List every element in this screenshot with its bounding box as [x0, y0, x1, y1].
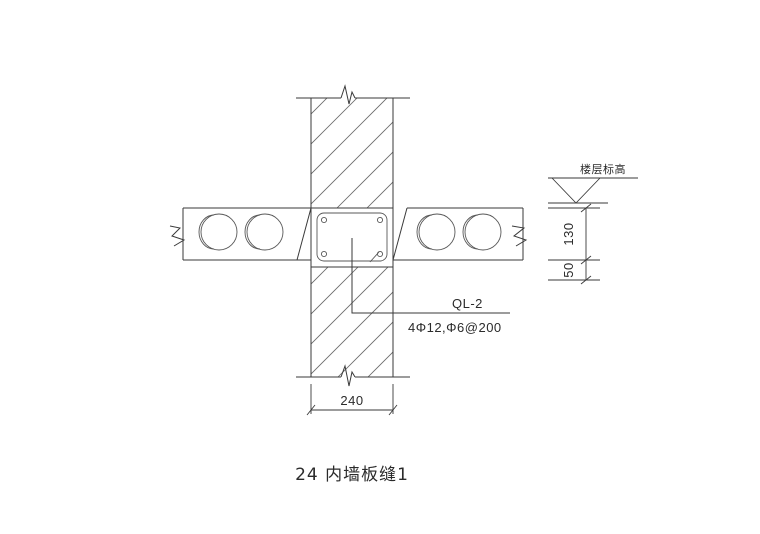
void-crescent: [198, 214, 215, 250]
dim-tick: [580, 255, 592, 265]
dim-tick: [580, 275, 592, 285]
rebar-dot: [376, 250, 384, 258]
wall-thickness-dimension: 240: [306, 384, 398, 416]
slab-right: [392, 207, 528, 261]
void-crescent: [244, 214, 261, 250]
dim-lower-gap-text: 50: [561, 262, 576, 277]
void-circle: [246, 213, 284, 251]
rebar-dot: [376, 216, 384, 224]
wall-section: [296, 84, 410, 387]
drawing-title: 24 内墙板缝1: [295, 465, 409, 485]
vertical-dimension-chain: 130 50: [548, 203, 600, 285]
break-symbol-slab-left: [169, 225, 186, 247]
beam-reinforcement-text: 4Φ12,Φ6@200: [408, 320, 502, 335]
beam-tag-text: QL-2: [452, 296, 483, 311]
wall-hatch-lower: [311, 267, 393, 377]
dim-upper-gap-text: 130: [561, 222, 576, 245]
longitudinal-bars: [320, 216, 384, 258]
void-circle: [418, 213, 456, 251]
dim-tick: [580, 203, 592, 213]
void-crescent: [462, 214, 479, 250]
floor-elevation-marker: [548, 177, 638, 204]
beam-leader-line: [351, 238, 440, 314]
void-crescent: [416, 214, 433, 250]
slab-right-voids: [416, 213, 502, 251]
slab-left-end-taper: [296, 207, 312, 261]
break-symbol-top: [340, 84, 356, 105]
rebar-dot: [320, 250, 328, 258]
slab-left-voids: [198, 213, 284, 251]
wall-thickness-text: 240: [340, 393, 363, 408]
break-symbol-bottom: [340, 364, 356, 387]
tie-beam-ql2: [311, 207, 510, 314]
slab-left: [169, 207, 312, 261]
elevation-triangle: [551, 177, 601, 204]
elevation-note-text: 楼层标高: [580, 162, 626, 176]
slab-right-end-taper: [392, 207, 408, 261]
wall-hatch-upper: [311, 98, 393, 208]
void-circle: [200, 213, 238, 251]
dim-tick: [306, 404, 316, 416]
rebar-dot: [320, 216, 328, 224]
break-symbol-slab-right: [511, 225, 528, 247]
dim-tick: [388, 404, 398, 416]
void-circle: [464, 213, 502, 251]
